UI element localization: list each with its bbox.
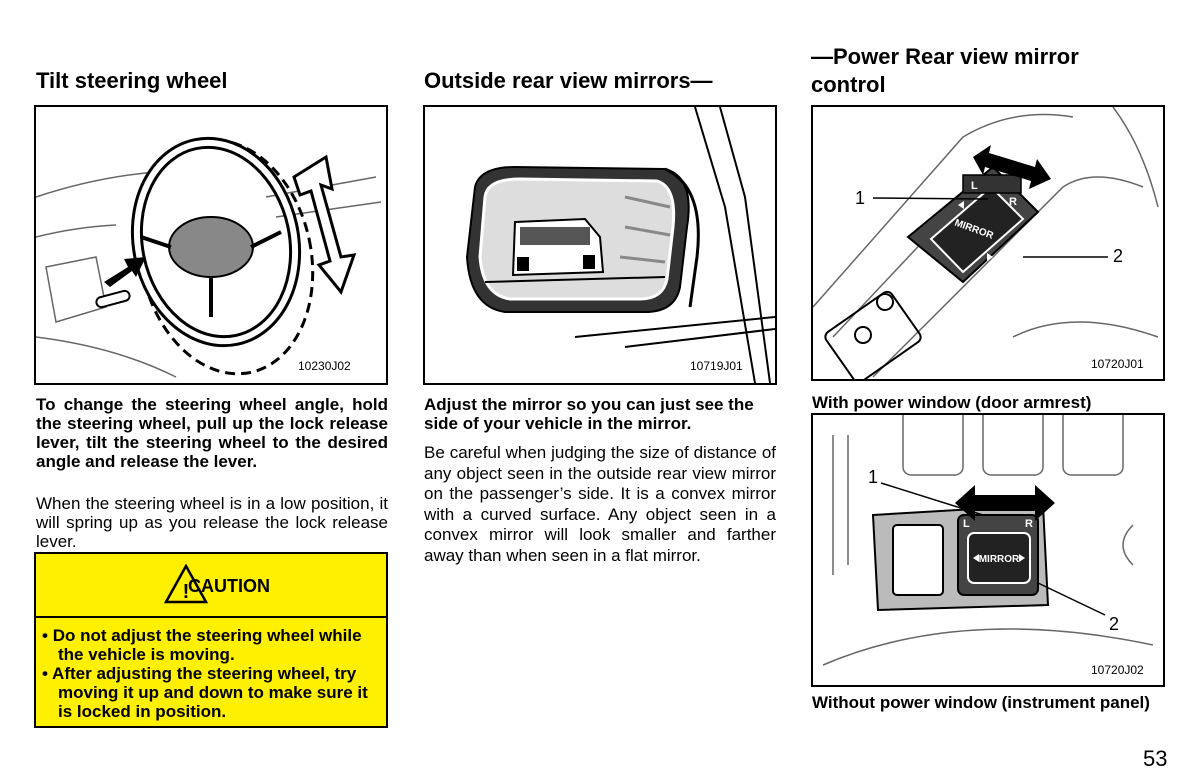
callout-1-b: 1 <box>868 467 878 487</box>
caption-door-armrest: With power window (door armrest) <box>812 393 1092 412</box>
figure-door-armrest-switch: MIRROR L R 1 2 10720J01 <box>811 105 1165 381</box>
heading-power-mirror-line2: control <box>811 72 886 97</box>
mirror-body: Be careful when judging the size of dist… <box>424 443 776 565</box>
figure-instrument-panel-switch: MIRROR L R 1 2 10720J02 <box>811 413 1165 687</box>
steering-wheel-illustration <box>36 136 382 378</box>
caution-item: • Do not adjust the steering wheel while… <box>42 626 362 664</box>
caution-header: ! CAUTION <box>36 554 386 618</box>
heading-outside-mirrors: Outside rear view mirrors— <box>424 68 713 93</box>
selector-l-label-2: L <box>963 518 970 530</box>
warning-triangle-icon: ! <box>164 564 208 604</box>
mirror-instruction: Adjust the mirror so you can just see th… <box>424 395 754 433</box>
figure-code-10719J01: 10719J01 <box>690 359 743 373</box>
door-armrest-switch-illustration: MIRROR L R 1 2 <box>813 107 1159 379</box>
caution-item: • After adjusting the steering wheel, tr… <box>42 664 368 721</box>
tilt-instruction: To change the steering wheel angle, hold… <box>36 395 388 471</box>
callout-2: 2 <box>1113 246 1123 266</box>
figure-code-10720J01: 10720J01 <box>1091 357 1144 371</box>
heading-power-mirror: —Power Rear view mirror control <box>811 43 1079 99</box>
heading-tilt-steering: Tilt steering wheel <box>36 68 228 93</box>
figure-outside-mirror: 10719J01 <box>423 105 777 385</box>
caution-box: ! CAUTION • Do not adjust the steering w… <box>34 552 388 728</box>
callout-1: 1 <box>855 188 865 208</box>
outside-mirror-illustration <box>465 107 775 383</box>
selector-l-label: L <box>971 180 978 192</box>
mirror-switch-label-2: MIRROR <box>979 554 1020 565</box>
instrument-panel-switch-illustration: MIRROR L R 1 2 <box>822 415 1154 666</box>
figure-code-10720J02: 10720J02 <box>1091 663 1144 677</box>
caption-instrument-panel: Without power window (instrument panel) <box>812 693 1150 712</box>
tilt-note: When the steering wheel is in a low posi… <box>36 494 388 551</box>
page-number: 53 <box>1143 746 1168 771</box>
figure-code-10230J02: 10230J02 <box>298 359 351 373</box>
figure-steering-wheel: 10230J02 <box>34 105 388 385</box>
svg-text:!: ! <box>183 581 190 603</box>
callout-2-b: 2 <box>1109 614 1119 634</box>
heading-power-mirror-line1: —Power Rear view mirror <box>811 44 1079 69</box>
selector-r-label: R <box>1009 196 1017 208</box>
selector-r-label-2: R <box>1025 518 1033 530</box>
caution-title: CAUTION <box>188 576 270 596</box>
